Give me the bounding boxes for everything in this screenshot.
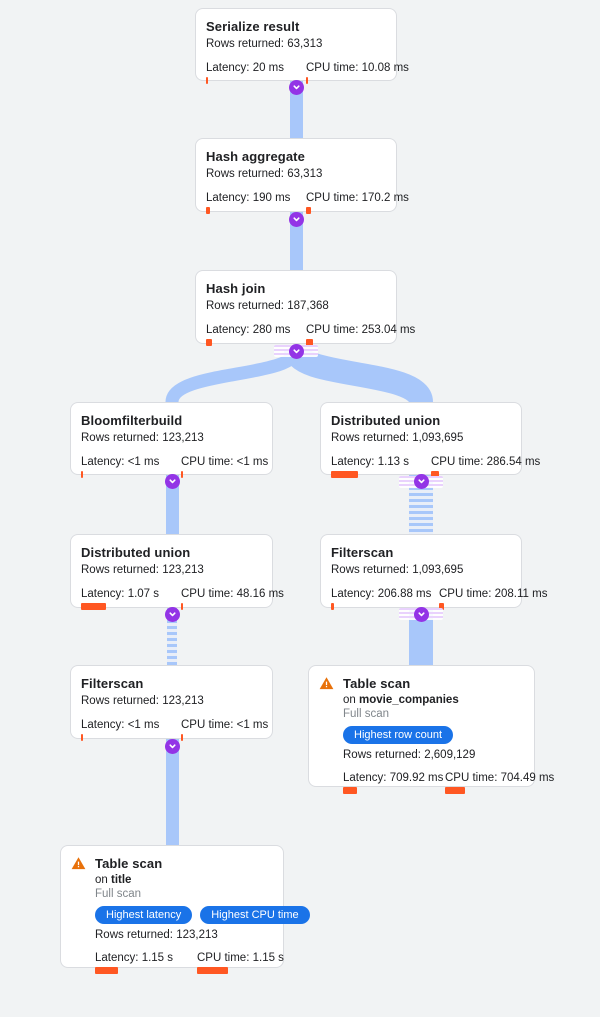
- cpu-time-bar: [181, 603, 183, 610]
- node-title: Table scan: [343, 676, 411, 691]
- edge-bloomfilterbuild-to-distunion: [166, 475, 179, 534]
- rows-returned: Rows returned: 123,213: [81, 432, 204, 444]
- cpu-time-label: CPU time: 208.11 ms: [439, 588, 548, 600]
- node-hash-aggregate[interactable]: Hash aggregate Rows returned: 63,313 Lat…: [195, 138, 409, 214]
- rows-returned: Rows returned: 1,093,695: [331, 564, 464, 576]
- node-distributed-union-left[interactable]: Distributed union Rows returned: 123,213…: [70, 534, 284, 610]
- rows-returned: Rows returned: 123,213: [95, 929, 218, 941]
- latency-label: Latency: 1.15 s: [95, 952, 174, 964]
- expand-chevron-filterscan-left[interactable]: [165, 739, 180, 754]
- cpu-time-bar: [439, 603, 444, 610]
- latency-bar: [81, 471, 83, 478]
- cpu-time-label: CPU time: 48.16 ms: [181, 588, 284, 600]
- expand-chevron-distributed-union-right[interactable]: [414, 474, 429, 489]
- expand-chevron-filterscan-right[interactable]: [414, 607, 429, 622]
- node-title: Filterscan: [331, 545, 394, 560]
- cpu-time-label: CPU time: <1 ms: [181, 456, 269, 468]
- cpu-time-label: CPU time: 170.2 ms: [306, 192, 409, 204]
- expand-chevron-serialize[interactable]: [289, 80, 304, 95]
- cpu-time-bar: [306, 77, 308, 84]
- cpu-time-label: CPU time: 286.54 ms: [431, 456, 541, 468]
- badge-highest-row-count: Highest row count: [343, 726, 454, 744]
- node-table-scan-movie-companies[interactable]: Table scan on movie_companies Full scan …: [308, 665, 554, 794]
- latency-label: Latency: 20 ms: [206, 62, 285, 74]
- rows-returned: Rows returned: 187,368: [206, 300, 329, 312]
- rows-returned: Rows returned: 63,313: [206, 168, 323, 180]
- node-title: Table scan: [95, 856, 163, 871]
- latency-bar: [206, 207, 210, 214]
- rows-returned: Rows returned: 2,609,129: [343, 749, 476, 761]
- edge-distunion-to-filterscan-left: [167, 608, 177, 665]
- table-name: on title: [95, 874, 132, 886]
- node-filterscan-right[interactable]: Filterscan Rows returned: 1,093,695 Late…: [320, 534, 547, 610]
- node-distributed-union-right[interactable]: Distributed union Rows returned: 1,093,6…: [320, 402, 540, 478]
- cpu-time-label: CPU time: <1 ms: [181, 719, 269, 731]
- latency-label: Latency: 1.07 s: [81, 588, 160, 600]
- node-bloomfilterbuild[interactable]: Bloomfilterbuild Rows returned: 123,213 …: [70, 402, 273, 478]
- node-title: Bloomfilterbuild: [81, 413, 183, 428]
- rows-returned: Rows returned: 1,093,695: [331, 432, 464, 444]
- node-title: Distributed union: [331, 413, 441, 428]
- cpu-time-bar: [306, 207, 311, 214]
- latency-bar: [95, 967, 118, 974]
- edge-fork-hashjoin-children: [165, 346, 433, 402]
- latency-bar: [206, 339, 212, 346]
- expand-chevron-bloomfilterbuild[interactable]: [165, 474, 180, 489]
- cpu-time-label: CPU time: 704.49 ms: [445, 772, 555, 784]
- node-title: Hash aggregate: [206, 149, 305, 164]
- expand-chevron-hash-join[interactable]: [289, 344, 304, 359]
- node-table-scan-title[interactable]: Table scan on title Full scan Highest la…: [60, 845, 310, 974]
- edge-serialize-to-hashaggregate: [290, 81, 303, 138]
- node-title: Serialize result: [206, 19, 300, 34]
- node-hash-join[interactable]: Hash join Rows returned: 187,368 Latency…: [195, 270, 415, 346]
- cpu-time-bar: [431, 471, 439, 478]
- scan-type: Full scan: [343, 708, 390, 720]
- latency-bar: [206, 77, 208, 84]
- rows-returned: Rows returned: 63,313: [206, 38, 323, 50]
- warning-icon: [71, 857, 86, 870]
- expand-chevron-distributed-union-left[interactable]: [165, 607, 180, 622]
- latency-label: Latency: <1 ms: [81, 719, 160, 731]
- badge-highest-cpu-time: Highest CPU time: [200, 906, 310, 924]
- edge-filterscan-to-tablescan-left: [166, 739, 179, 845]
- latency-bar: [331, 603, 334, 610]
- latency-label: Latency: 190 ms: [206, 192, 291, 204]
- rows-returned: Rows returned: 123,213: [81, 695, 204, 707]
- latency-label: Latency: 206.88 ms: [331, 588, 432, 600]
- latency-label: Latency: 709.92 ms: [343, 772, 444, 784]
- node-title: Distributed union: [81, 545, 191, 560]
- node-title: Hash join: [206, 281, 266, 296]
- latency-bar: [81, 603, 106, 610]
- warning-icon: [319, 677, 334, 690]
- badge-highest-latency: Highest latency: [95, 906, 193, 924]
- scan-type: Full scan: [95, 888, 142, 900]
- cpu-time-bar: [306, 339, 313, 346]
- node-filterscan-left[interactable]: Filterscan Rows returned: 123,213 Latenc…: [70, 665, 273, 741]
- node-serialize-result[interactable]: Serialize result Rows returned: 63,313 L…: [195, 8, 409, 84]
- cpu-time-label: CPU time: 253.04 ms: [306, 324, 416, 336]
- latency-bar: [81, 734, 83, 741]
- latency-label: Latency: <1 ms: [81, 456, 160, 468]
- latency-bar: [331, 471, 358, 478]
- table-name: on movie_companies: [343, 694, 459, 706]
- cpu-time-bar: [445, 787, 465, 794]
- cpu-time-bar: [181, 734, 183, 741]
- latency-label: Latency: 1.13 s: [331, 456, 410, 468]
- latency-label: Latency: 280 ms: [206, 324, 291, 336]
- expand-chevron-hash-aggregate[interactable]: [289, 212, 304, 227]
- rows-returned: Rows returned: 123,213: [81, 564, 204, 576]
- cpu-time-bar: [181, 471, 183, 478]
- cpu-time-label: CPU time: 10.08 ms: [306, 62, 409, 74]
- latency-bar: [343, 787, 357, 794]
- cpu-time-label: CPU time: 1.15 s: [197, 952, 284, 964]
- node-title: Filterscan: [81, 676, 144, 691]
- cpu-time-bar: [197, 967, 228, 974]
